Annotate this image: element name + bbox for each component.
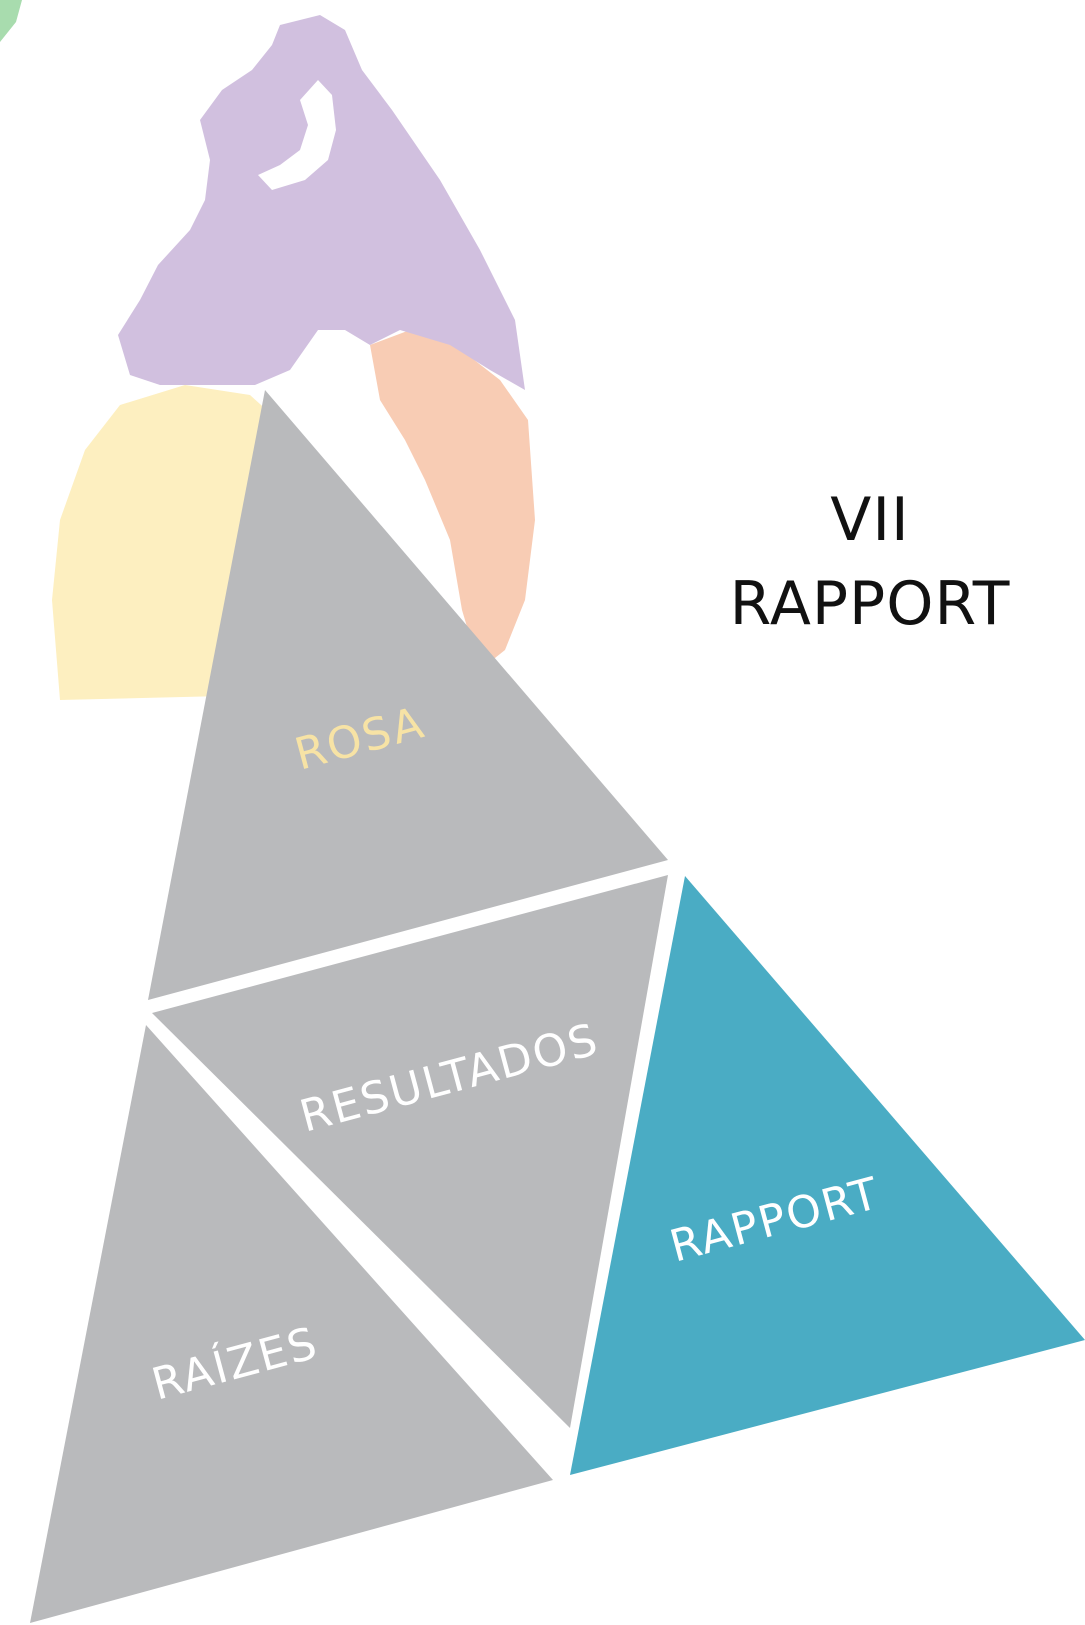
- purple-swirl-gap: [258, 80, 336, 190]
- section-resultados: [152, 875, 668, 1428]
- purple-blob: [118, 15, 525, 390]
- green-corner: [0, 0, 22, 42]
- section-rosa: [148, 390, 668, 1000]
- heading-title: RAPPORT: [729, 569, 1011, 639]
- pyramid: [30, 390, 1085, 1623]
- section-raizes: [30, 1025, 553, 1623]
- heading-numeral: VII: [830, 485, 910, 555]
- section-heading: VII RAPPORT: [715, 478, 1025, 646]
- peach-blob: [370, 330, 535, 670]
- section-rapport: [570, 876, 1085, 1475]
